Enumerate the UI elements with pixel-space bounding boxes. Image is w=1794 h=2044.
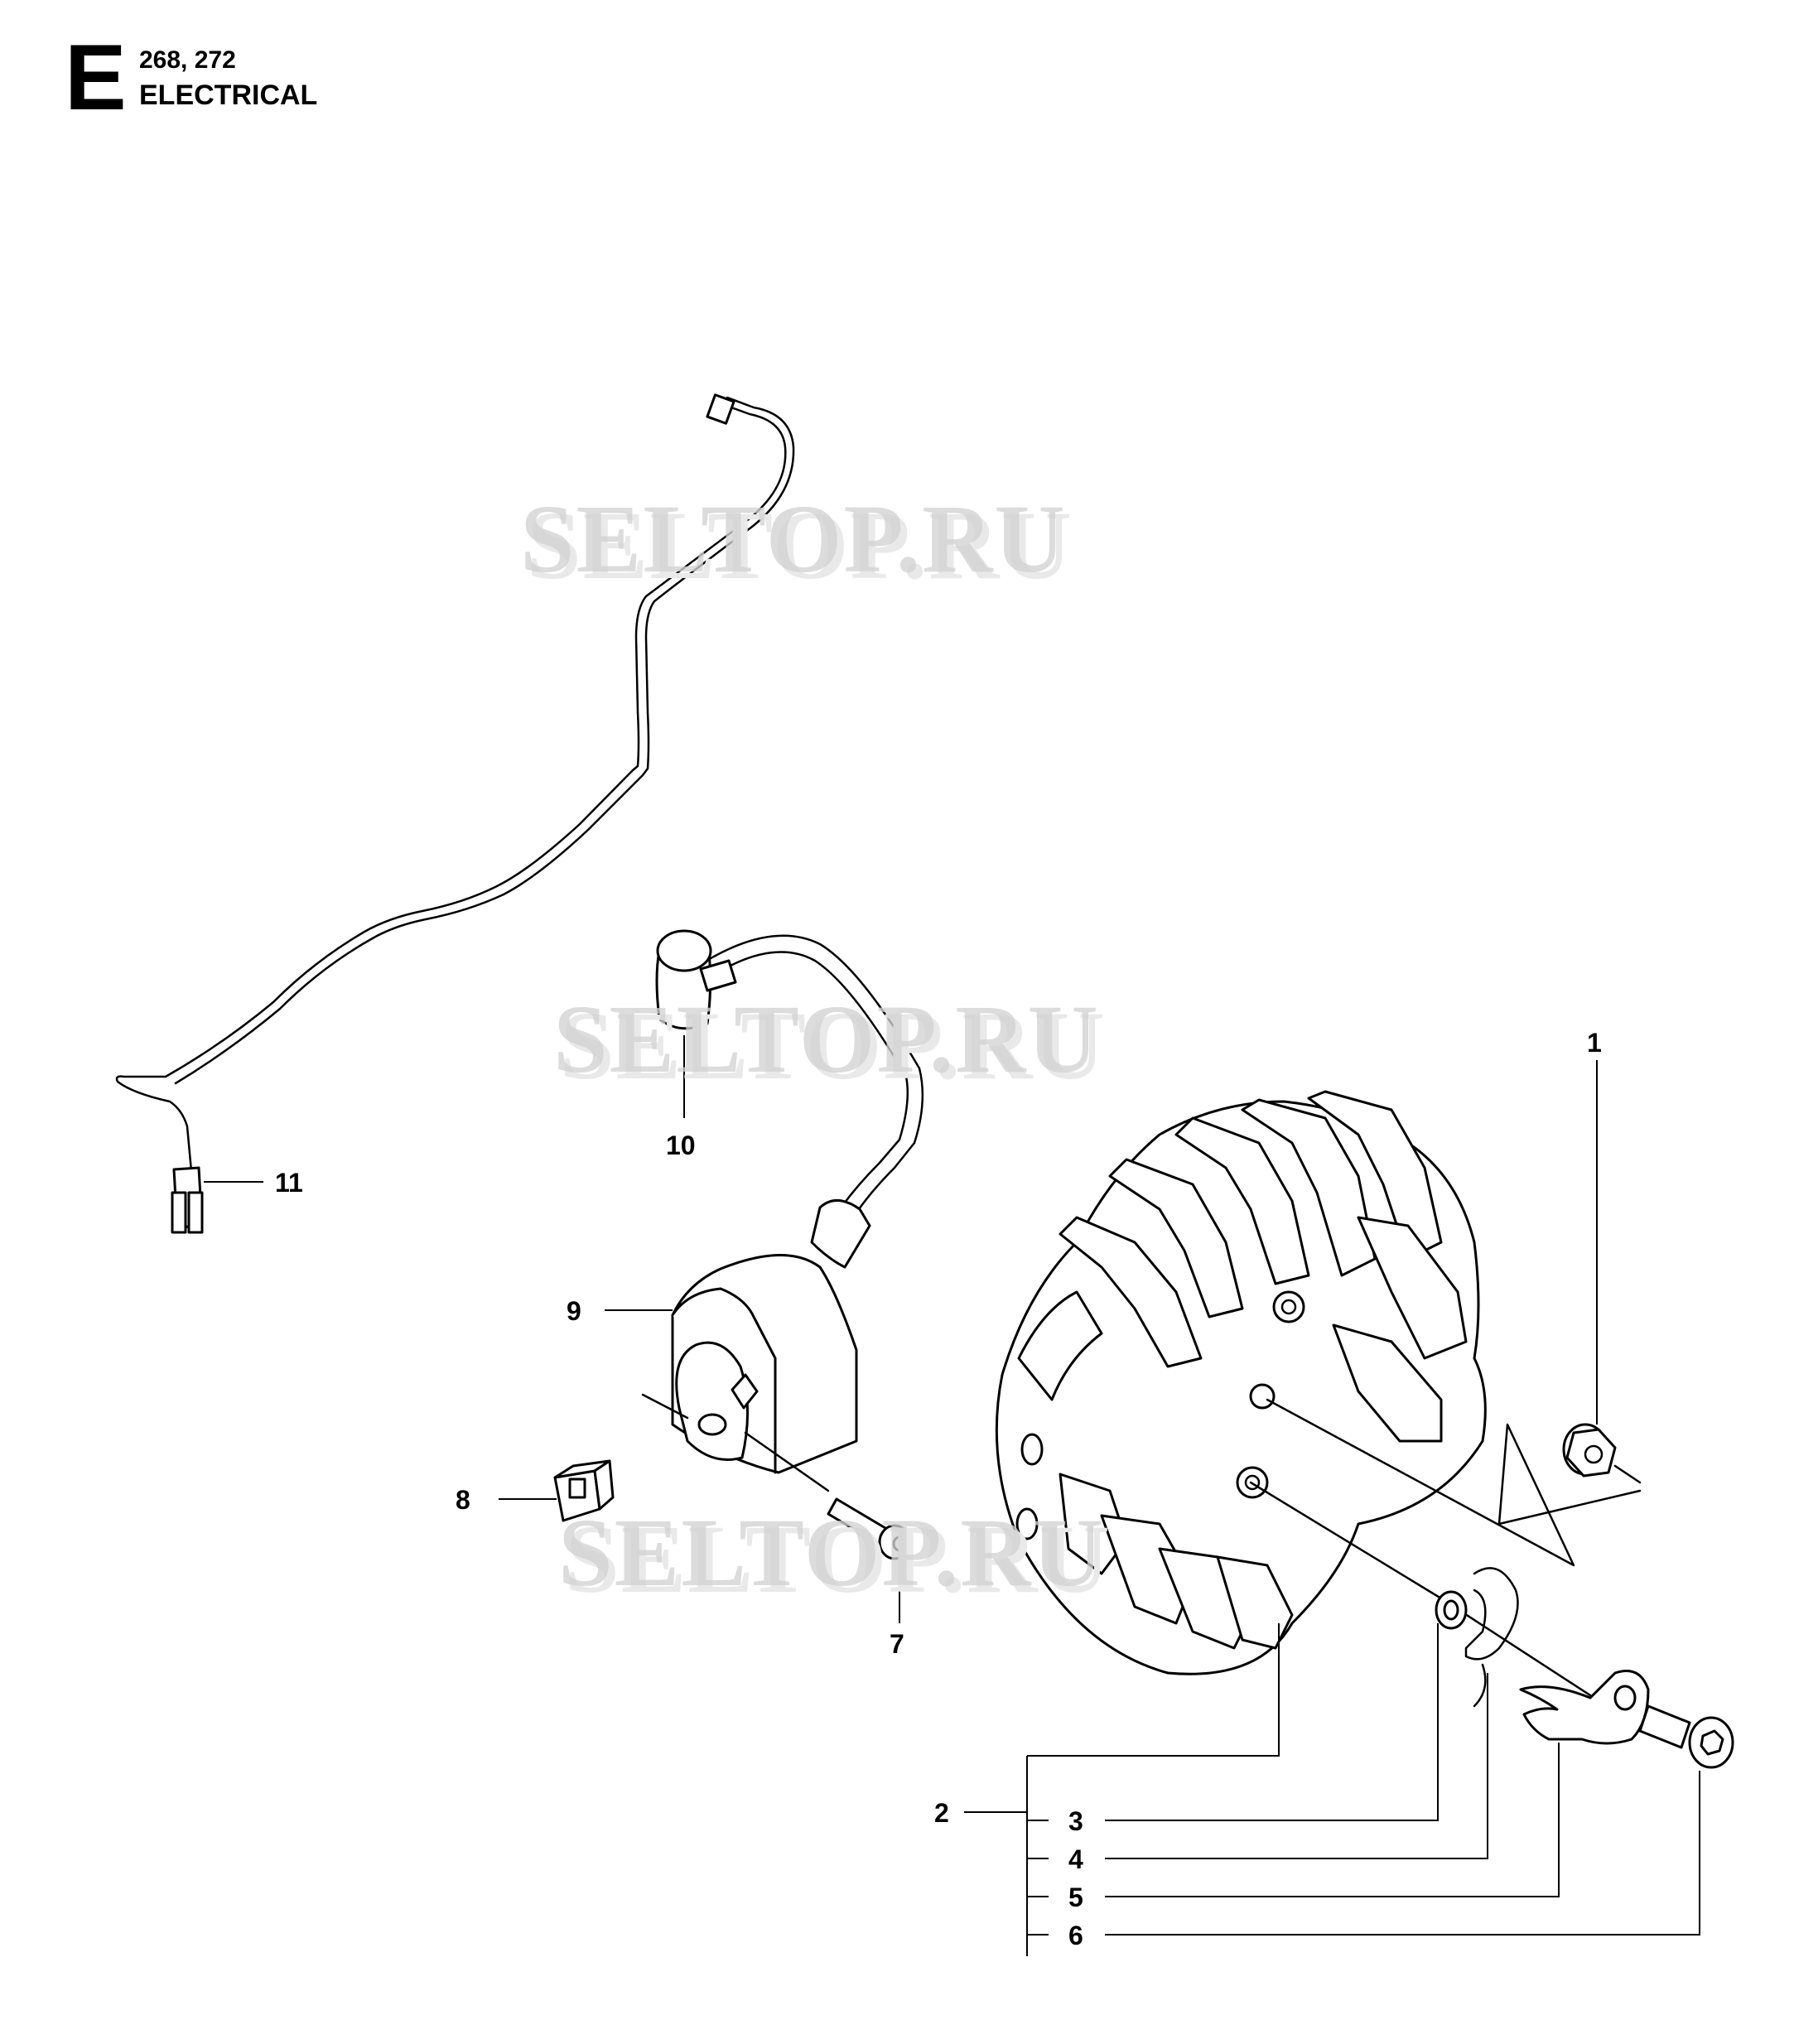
leader-lines (204, 1035, 1700, 1956)
assembly-axis-line (1266, 1398, 1642, 1567)
callout-9: 9 (567, 1296, 581, 1326)
washer-icon (1435, 1590, 1468, 1630)
screw-icon (744, 1431, 911, 1560)
callout-6: 6 (1068, 1921, 1083, 1950)
watermark-middle: SELTOP.RU SELTOP.RU (553, 985, 1107, 1100)
svg-text:SELTOP.RU: SELTOP.RU (558, 1498, 1105, 1607)
section-letter: E (65, 26, 127, 129)
ignition-module-icon (641, 1199, 871, 1474)
callout-2: 2 (934, 1798, 949, 1828)
callout-4: 4 (1068, 1844, 1083, 1874)
model-numbers: 268, 272 (139, 46, 236, 74)
callout-3: 3 (1068, 1806, 1083, 1836)
watermark-bottom: SELTOP.RU SELTOP.RU (558, 1498, 1112, 1613)
flywheel-icon (995, 1090, 1487, 1675)
pawl-icon (1519, 1670, 1650, 1745)
page-header: E 268, 272 ELECTRICAL (65, 31, 479, 126)
shoulder-screw-icon (1638, 1704, 1734, 1769)
spark-plug-cap-icon (655, 929, 924, 1219)
callout-10: 10 (666, 1130, 696, 1160)
watermark-top: SELTOP.RU SELTOP.RU (520, 484, 1073, 600)
callout-8: 8 (456, 1485, 470, 1515)
callout-11: 11 (275, 1168, 303, 1198)
spring-icon (1464, 1567, 1519, 1708)
svg-text:SELTOP.RU: SELTOP.RU (560, 991, 1107, 1100)
callout-1: 1 (1587, 1028, 1602, 1058)
short-circuit-cable-icon (115, 393, 795, 1234)
svg-text:SELTOP.RU: SELTOP.RU (527, 491, 1073, 600)
callout-7: 7 (890, 1629, 904, 1659)
callout-5: 5 (1068, 1883, 1083, 1912)
svg-text:SELTOP.RU: SELTOP.RU (553, 985, 1100, 1093)
spacer-block-icon (553, 1459, 615, 1522)
flange-nut-icon (1562, 1423, 1642, 1484)
svg-text:SELTOP.RU: SELTOP.RU (565, 1505, 1112, 1613)
section-title: ELECTRICAL (139, 80, 318, 111)
svg-text:SELTOP.RU: SELTOP.RU (520, 484, 1067, 593)
